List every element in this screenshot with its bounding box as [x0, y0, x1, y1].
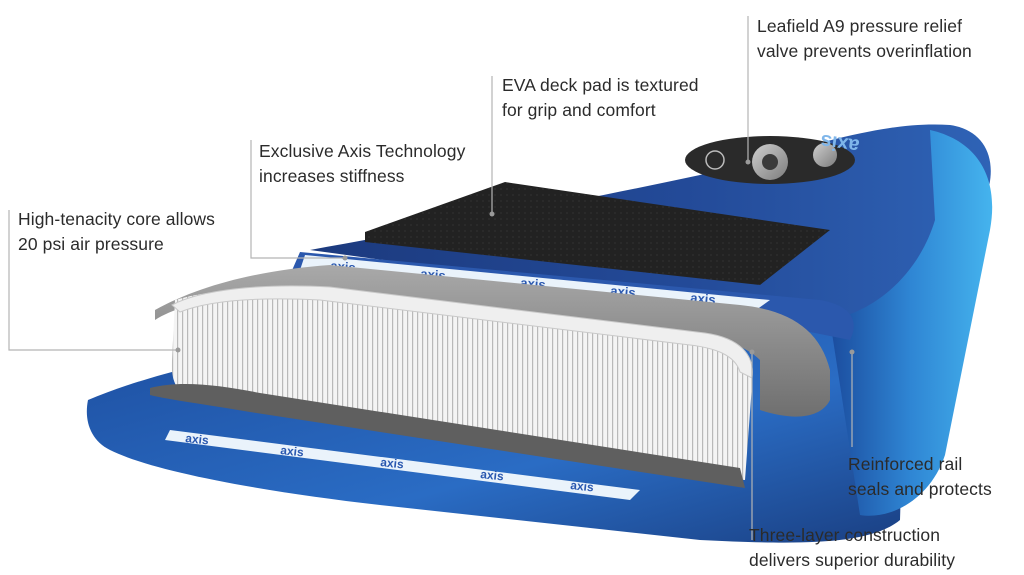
leader-core	[8, 210, 178, 351]
svg-text:axis: axis	[480, 467, 505, 483]
svg-text:axis: axis	[280, 443, 305, 459]
callout-relief-valve: Leafield A9 pressure relief valve preven…	[757, 14, 972, 64]
board-rail	[830, 130, 993, 516]
svg-text:axis: axis	[380, 455, 405, 471]
leader-dot-rail	[849, 349, 855, 355]
callout-rail-line1: Reinforced rail	[848, 454, 963, 474]
axis-technology-strip-bottom	[165, 430, 640, 500]
callout-axis-technology: Exclusive Axis Technology increases stif…	[259, 139, 465, 189]
board-axis-logo: axis	[819, 130, 861, 157]
callout-layers-line1: Three-layer construction	[749, 525, 941, 545]
callout-core-line2: 20 psi air pressure	[18, 234, 164, 254]
callout-layers-line2: delivers superior durability	[749, 550, 956, 570]
callout-axis-technology-line2: increases stiffness	[259, 166, 405, 186]
callout-core: High-tenacity core allows 20 psi air pre…	[18, 207, 215, 257]
callout-relief-valve-line1: Leafield A9 pressure relief	[757, 16, 963, 36]
leader-dot-core	[175, 347, 181, 353]
leader-axis-tech	[250, 140, 345, 259]
callout-rail-line2: seals and protects	[848, 479, 992, 499]
svg-text:axis: axis	[570, 478, 595, 494]
pressure-relief-valve	[685, 136, 855, 184]
svg-text:axis: axis	[819, 130, 861, 157]
leader-dot-relief	[745, 159, 751, 165]
callout-deck-pad: EVA deck pad is textured for grip and co…	[502, 73, 699, 123]
callout-core-line1: High-tenacity core allows	[18, 209, 216, 229]
eva-deck-pad	[365, 182, 830, 285]
core-lower-fabric	[150, 383, 745, 488]
leader-dots	[175, 159, 855, 355]
svg-text:axis: axis	[185, 431, 210, 447]
leader-dot-deck	[489, 211, 495, 217]
callout-deck-pad-line2: for grip and comfort	[502, 100, 656, 120]
callout-layers: Three-layer construction delivers superi…	[749, 523, 955, 573]
callout-axis-technology-line1: Exclusive Axis Technology	[259, 141, 466, 161]
leader-dot-axis	[342, 255, 348, 261]
leader-dot-layers	[749, 349, 755, 355]
callout-rail: Reinforced rail seals and protects	[848, 452, 992, 502]
axis-logo-marks-bottom: axis axis axis axis axis	[185, 431, 595, 494]
callout-deck-pad-line1: EVA deck pad is textured	[502, 75, 699, 95]
leader-lines	[8, 16, 853, 540]
callout-relief-valve-line2: valve prevents overinflation	[757, 41, 972, 61]
